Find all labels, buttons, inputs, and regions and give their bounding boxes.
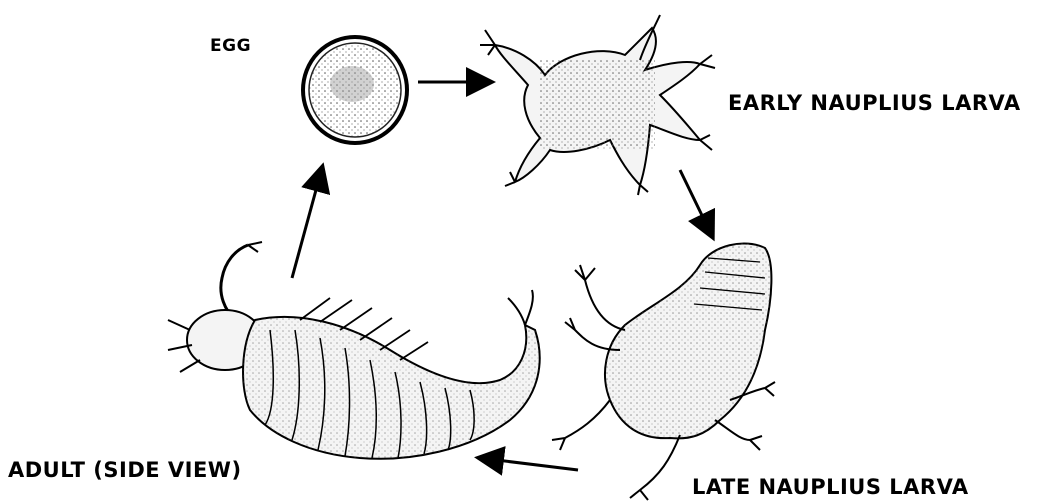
early-nauplius-label: EARLY NAUPLIUS LARVA <box>728 91 1021 115</box>
adult-illustration <box>168 242 540 459</box>
arrow-adult-to-egg <box>292 168 322 278</box>
arrow-early-to-late <box>680 170 712 236</box>
arrow-late-to-adult <box>480 458 578 470</box>
late-nauplius-label: LATE NAUPLIUS LARVA <box>692 475 969 499</box>
adult-label: ADULT (SIDE VIEW) <box>8 458 242 482</box>
egg-label: EGG <box>210 36 251 56</box>
early-nauplius-illustration <box>480 15 715 195</box>
late-nauplius-illustration <box>552 243 775 500</box>
egg-illustration <box>303 37 407 143</box>
